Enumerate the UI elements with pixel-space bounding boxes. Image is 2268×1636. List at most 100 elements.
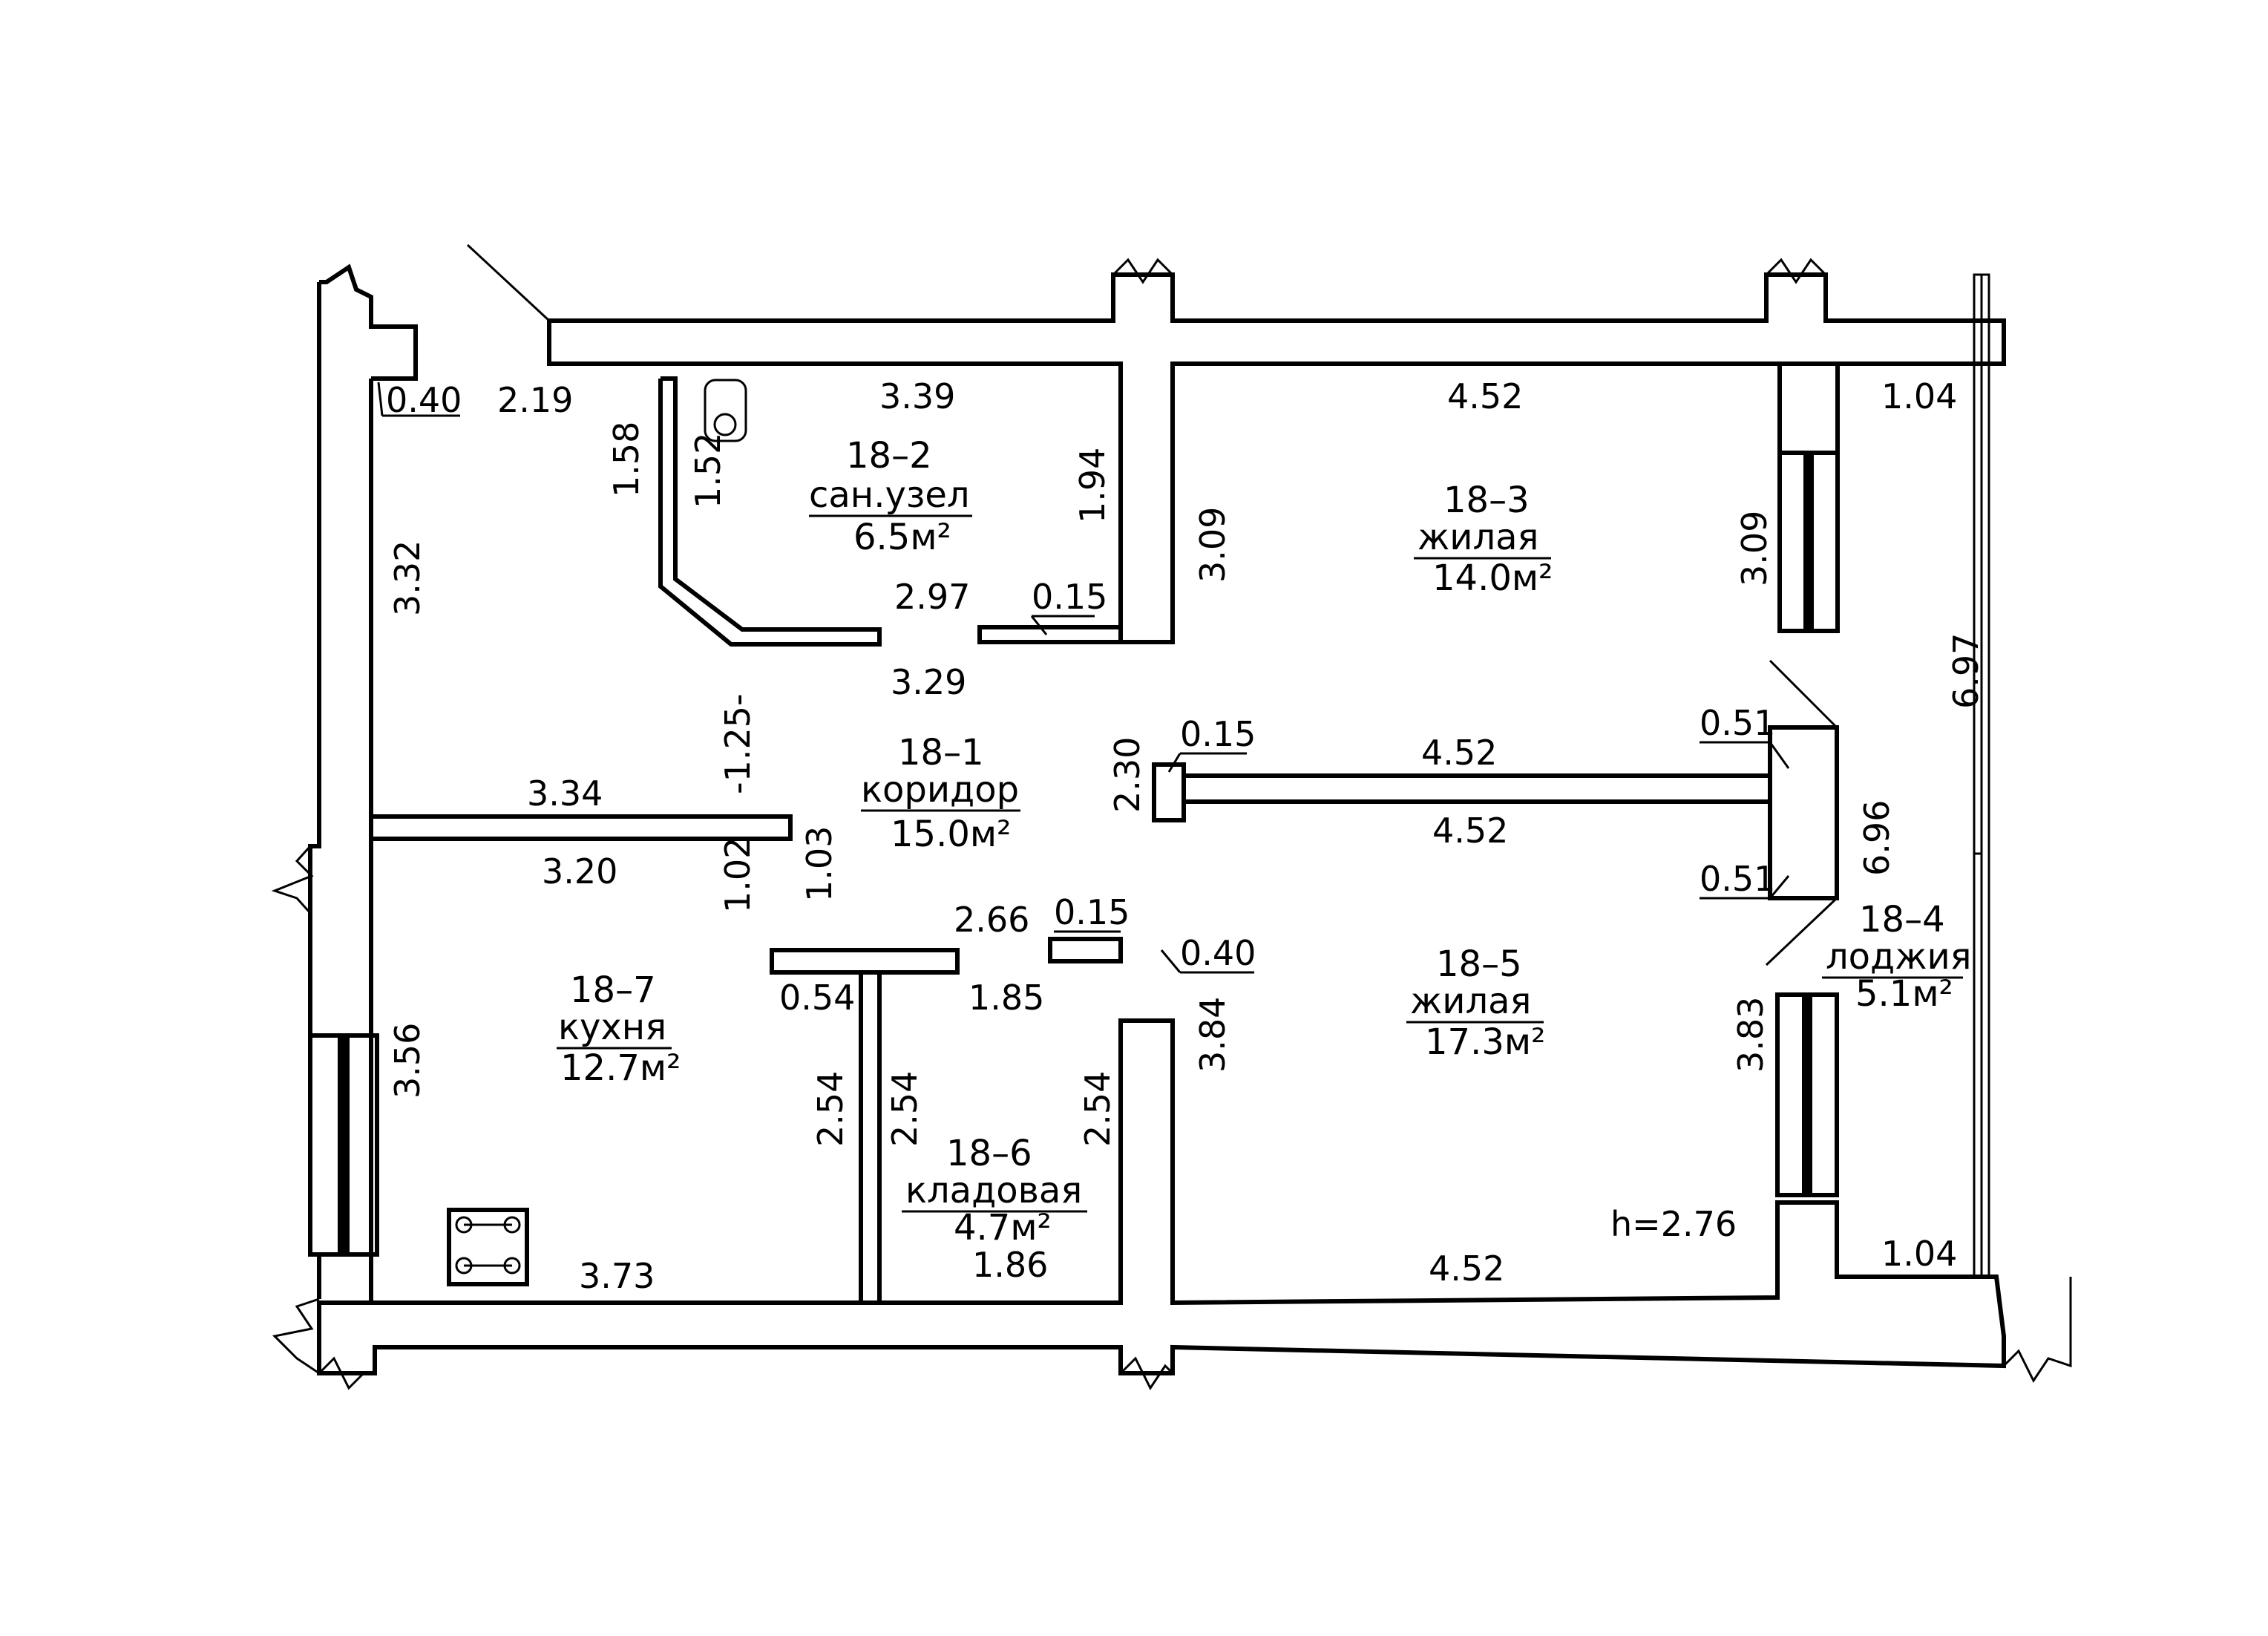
wardrobe-diag-1 xyxy=(1769,659,1838,729)
dim-254-b: 2.54 xyxy=(885,1071,925,1147)
bottom-left-break xyxy=(272,1298,365,1390)
stove-burner-4 xyxy=(503,1257,521,1275)
dim-339: 3.39 xyxy=(879,376,955,416)
dim-158: 1.58 xyxy=(606,422,646,497)
toilet-bowl xyxy=(713,413,737,436)
top-right-break xyxy=(1765,258,1827,284)
bottom-exterior-wall xyxy=(317,1018,2006,1375)
room-name: лоджия xyxy=(1826,936,1972,978)
window-left-glass xyxy=(338,1037,350,1253)
room-18-7: 18–7 кухня 12.7м² xyxy=(557,969,681,1089)
pier-upper-right xyxy=(1777,361,1840,455)
leader-040a-diag xyxy=(377,382,384,416)
room-number: 18–3 xyxy=(1443,480,1530,521)
dim-332: 3.32 xyxy=(387,540,427,616)
kitchen-partition xyxy=(369,814,793,841)
dim-383: 3.83 xyxy=(1731,997,1771,1073)
bottom-mid-break xyxy=(1119,1356,1174,1390)
dim-373: 3.73 xyxy=(579,1256,655,1296)
room-18-5: 18–5 жилая 17.3м² xyxy=(1406,943,1545,1063)
room-number: 18–2 xyxy=(846,435,932,477)
room-18-1: 18–1 коридор 15.0м² xyxy=(861,732,1020,855)
dim-051-upper: 0.51 xyxy=(1700,703,1775,743)
window-upper-right xyxy=(1777,451,1840,633)
dim-452-mid-upper: 4.52 xyxy=(1421,733,1497,773)
room-name: жилая xyxy=(1410,981,1531,1022)
dim-309-right: 3.09 xyxy=(1734,511,1774,586)
leader-051b-diag xyxy=(1769,875,1790,899)
storage-stem-partition xyxy=(859,970,882,1305)
dim-696: 6.96 xyxy=(1857,800,1897,876)
built-in-wardrobe xyxy=(1768,725,1839,900)
dim-040-center: 0.40 xyxy=(1180,933,1256,973)
window-left xyxy=(308,1033,379,1257)
dim-697: 6.97 xyxy=(1946,633,1986,709)
short-partition-lower xyxy=(1048,937,1123,963)
room-18-3: 18–3 жилая 14.0м² xyxy=(1414,480,1553,599)
leader-040b-diag xyxy=(1160,949,1181,973)
stove-burner-2 xyxy=(503,1216,521,1234)
dim-104-top: 1.04 xyxy=(1881,376,1957,416)
dim-015-c: 0.15 xyxy=(1054,892,1130,932)
room-number: 18–6 xyxy=(946,1133,1032,1174)
dim-015-b: 0.15 xyxy=(1180,714,1256,754)
dim-102: 1.02 xyxy=(718,837,758,913)
room-name: кладовая xyxy=(905,1170,1082,1211)
room-area: 17.3м² xyxy=(1425,1021,1545,1063)
entrance-diagonal xyxy=(466,243,551,322)
dim-297: 2.97 xyxy=(894,577,970,617)
dim-103: 1.03 xyxy=(799,826,839,902)
dim-329: 3.29 xyxy=(891,662,966,702)
dim-266: 2.66 xyxy=(954,900,1029,940)
dim-194: 1.94 xyxy=(1072,448,1112,523)
top-exterior-wall xyxy=(547,272,2006,644)
room-name: сан.узел xyxy=(809,474,970,516)
room-number: 18–1 xyxy=(898,732,984,773)
dim-254-c: 2.54 xyxy=(1078,1071,1118,1147)
leader-051a-diag xyxy=(1769,742,1790,769)
pier-lower-right xyxy=(1775,992,1839,1197)
leader-015b-diag xyxy=(1167,753,1181,773)
dim-452-mid-lower: 4.52 xyxy=(1432,811,1508,851)
dim-186: 1.86 xyxy=(972,1245,1048,1285)
center-partition-end xyxy=(1152,762,1186,822)
room-area: 14.0м² xyxy=(1432,557,1553,599)
dim-320: 3.20 xyxy=(542,851,617,891)
bottom-right-break xyxy=(2002,1277,2072,1383)
top-mid-break xyxy=(1112,258,1174,284)
storage-top-partition xyxy=(770,948,960,975)
leader-015a-diag xyxy=(1030,615,1048,635)
dim-254-a: 2.54 xyxy=(810,1071,850,1147)
dim-015-a: 0.15 xyxy=(1032,577,1107,617)
room-name: кухня xyxy=(558,1007,666,1048)
dim-104-bottom: 1.04 xyxy=(1881,1234,1957,1274)
left-top-cap xyxy=(319,264,418,381)
toilet-fixture xyxy=(704,379,747,442)
wardrobe-diag-2 xyxy=(1765,897,1838,966)
stove-burner-3 xyxy=(455,1257,473,1275)
dim-309-center: 3.09 xyxy=(1193,507,1233,583)
dim-054: 0.54 xyxy=(779,978,855,1018)
left-break-mark xyxy=(271,845,314,914)
center-partition xyxy=(1181,773,1772,804)
stove-icon xyxy=(447,1208,529,1286)
window-upper-right-glass xyxy=(1803,454,1814,629)
room-area: 12.7м² xyxy=(560,1047,681,1089)
room-area: 5.1м² xyxy=(1855,973,1953,1015)
dim-040-top-left: 0.40 xyxy=(386,380,462,420)
dim-051-lower: 0.51 xyxy=(1700,859,1775,899)
room-area: 15.0м² xyxy=(891,814,1011,855)
room-area: 4.7м² xyxy=(954,1207,1052,1249)
room-18-4: 18–4 лоджия 5.1м² xyxy=(1822,899,1972,1015)
room-number: 18–4 xyxy=(1859,899,1945,940)
room-name: коридор xyxy=(861,769,1019,811)
dim-452-top: 4.52 xyxy=(1447,376,1523,416)
room-18-6: 18–6 кладовая 4.7м² xyxy=(902,1133,1087,1249)
room-18-2: 18–2 сан.узел 6.5м² xyxy=(809,435,972,558)
window-lower-right-glass xyxy=(1802,996,1812,1194)
short-partition-upper xyxy=(977,625,1123,644)
dim-452-bottom: 4.52 xyxy=(1429,1249,1504,1289)
ceiling-height: h=2.76 xyxy=(1610,1204,1737,1244)
bathroom-partition xyxy=(658,376,882,647)
